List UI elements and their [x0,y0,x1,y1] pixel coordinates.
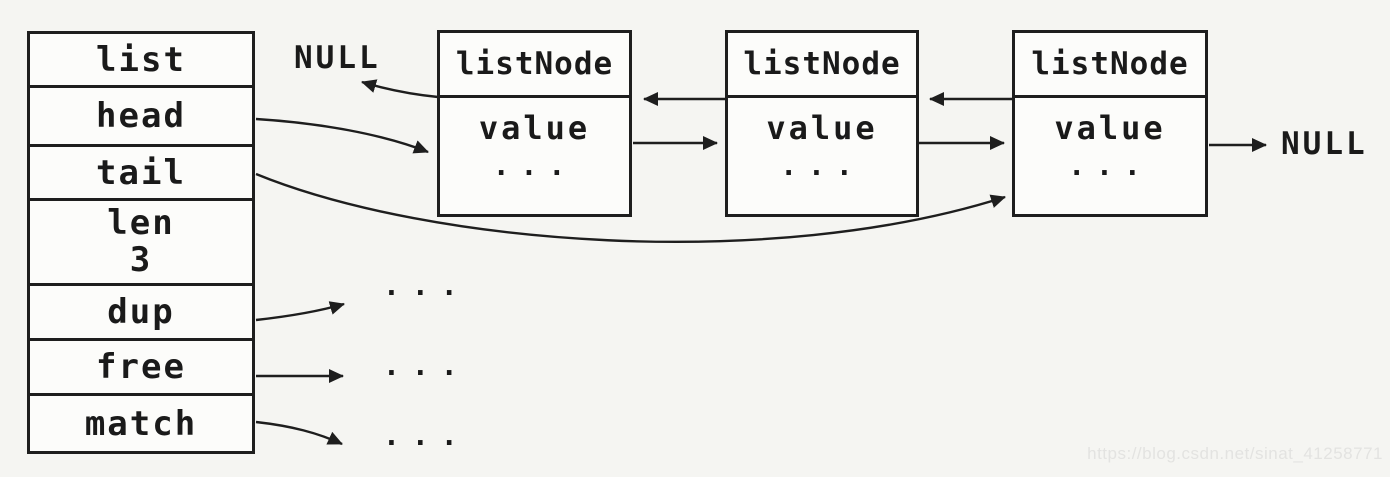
struct-label-list: list [96,39,186,80]
arrow-dup-to-ellipsis [255,301,345,322]
listnode-3: listNode value ... [1012,30,1208,217]
listnode-3-ellipsis: ... [1068,149,1152,182]
watermark: https://blog.csdn.net/sinat_41258771 [1087,444,1383,463]
struct-row-head: head [30,88,252,147]
ellipsis-free: ... [383,349,470,382]
struct-row-list: list [30,34,252,88]
null-label-next: NULL [1281,126,1368,162]
listnode-2-ellipsis: ... [780,149,864,182]
listnode-3-value-label: value [1054,109,1166,147]
listnode-1-ellipsis: ... [492,149,577,182]
arrow-match-to-ellipsis [255,420,343,446]
null-label-prev: NULL [294,40,381,76]
listnode-3-title: listNode [1015,33,1205,98]
listnode-1-body: value ... [440,98,629,214]
listnode-2-title: listNode [728,33,916,98]
listnode-1-title: listNode [440,33,629,98]
struct-label-free: free [96,347,186,387]
ellipsis-match: ... [383,419,470,452]
struct-label-head: head [96,96,186,136]
struct-row-free: free [30,341,252,396]
struct-row-match: match [30,396,252,451]
arrow-node1-prev-to-null [361,79,439,99]
struct-label-len: len [107,202,175,243]
listnode-2-body: value ... [728,98,916,214]
struct-label-match: match [84,403,198,444]
struct-label-dup: dup [107,292,175,332]
struct-row-dup: dup [30,286,252,341]
struct-row-len: len 3 [30,201,252,286]
listnode-1: listNode value ... [437,30,632,217]
arrow-head-to-node1 [255,117,429,154]
struct-value-len: 3 [129,240,153,280]
list-struct-box: list head tail len 3 dup free match [27,31,255,454]
listnode-2: listNode value ... [725,30,919,217]
struct-row-tail: tail [30,147,252,201]
listnode-1-value-label: value [478,109,591,147]
listnode-2-value-label: value [766,109,878,147]
listnode-3-body: value ... [1015,98,1205,214]
ellipsis-dup: ... [383,269,470,302]
struct-label-tail: tail [96,152,186,193]
